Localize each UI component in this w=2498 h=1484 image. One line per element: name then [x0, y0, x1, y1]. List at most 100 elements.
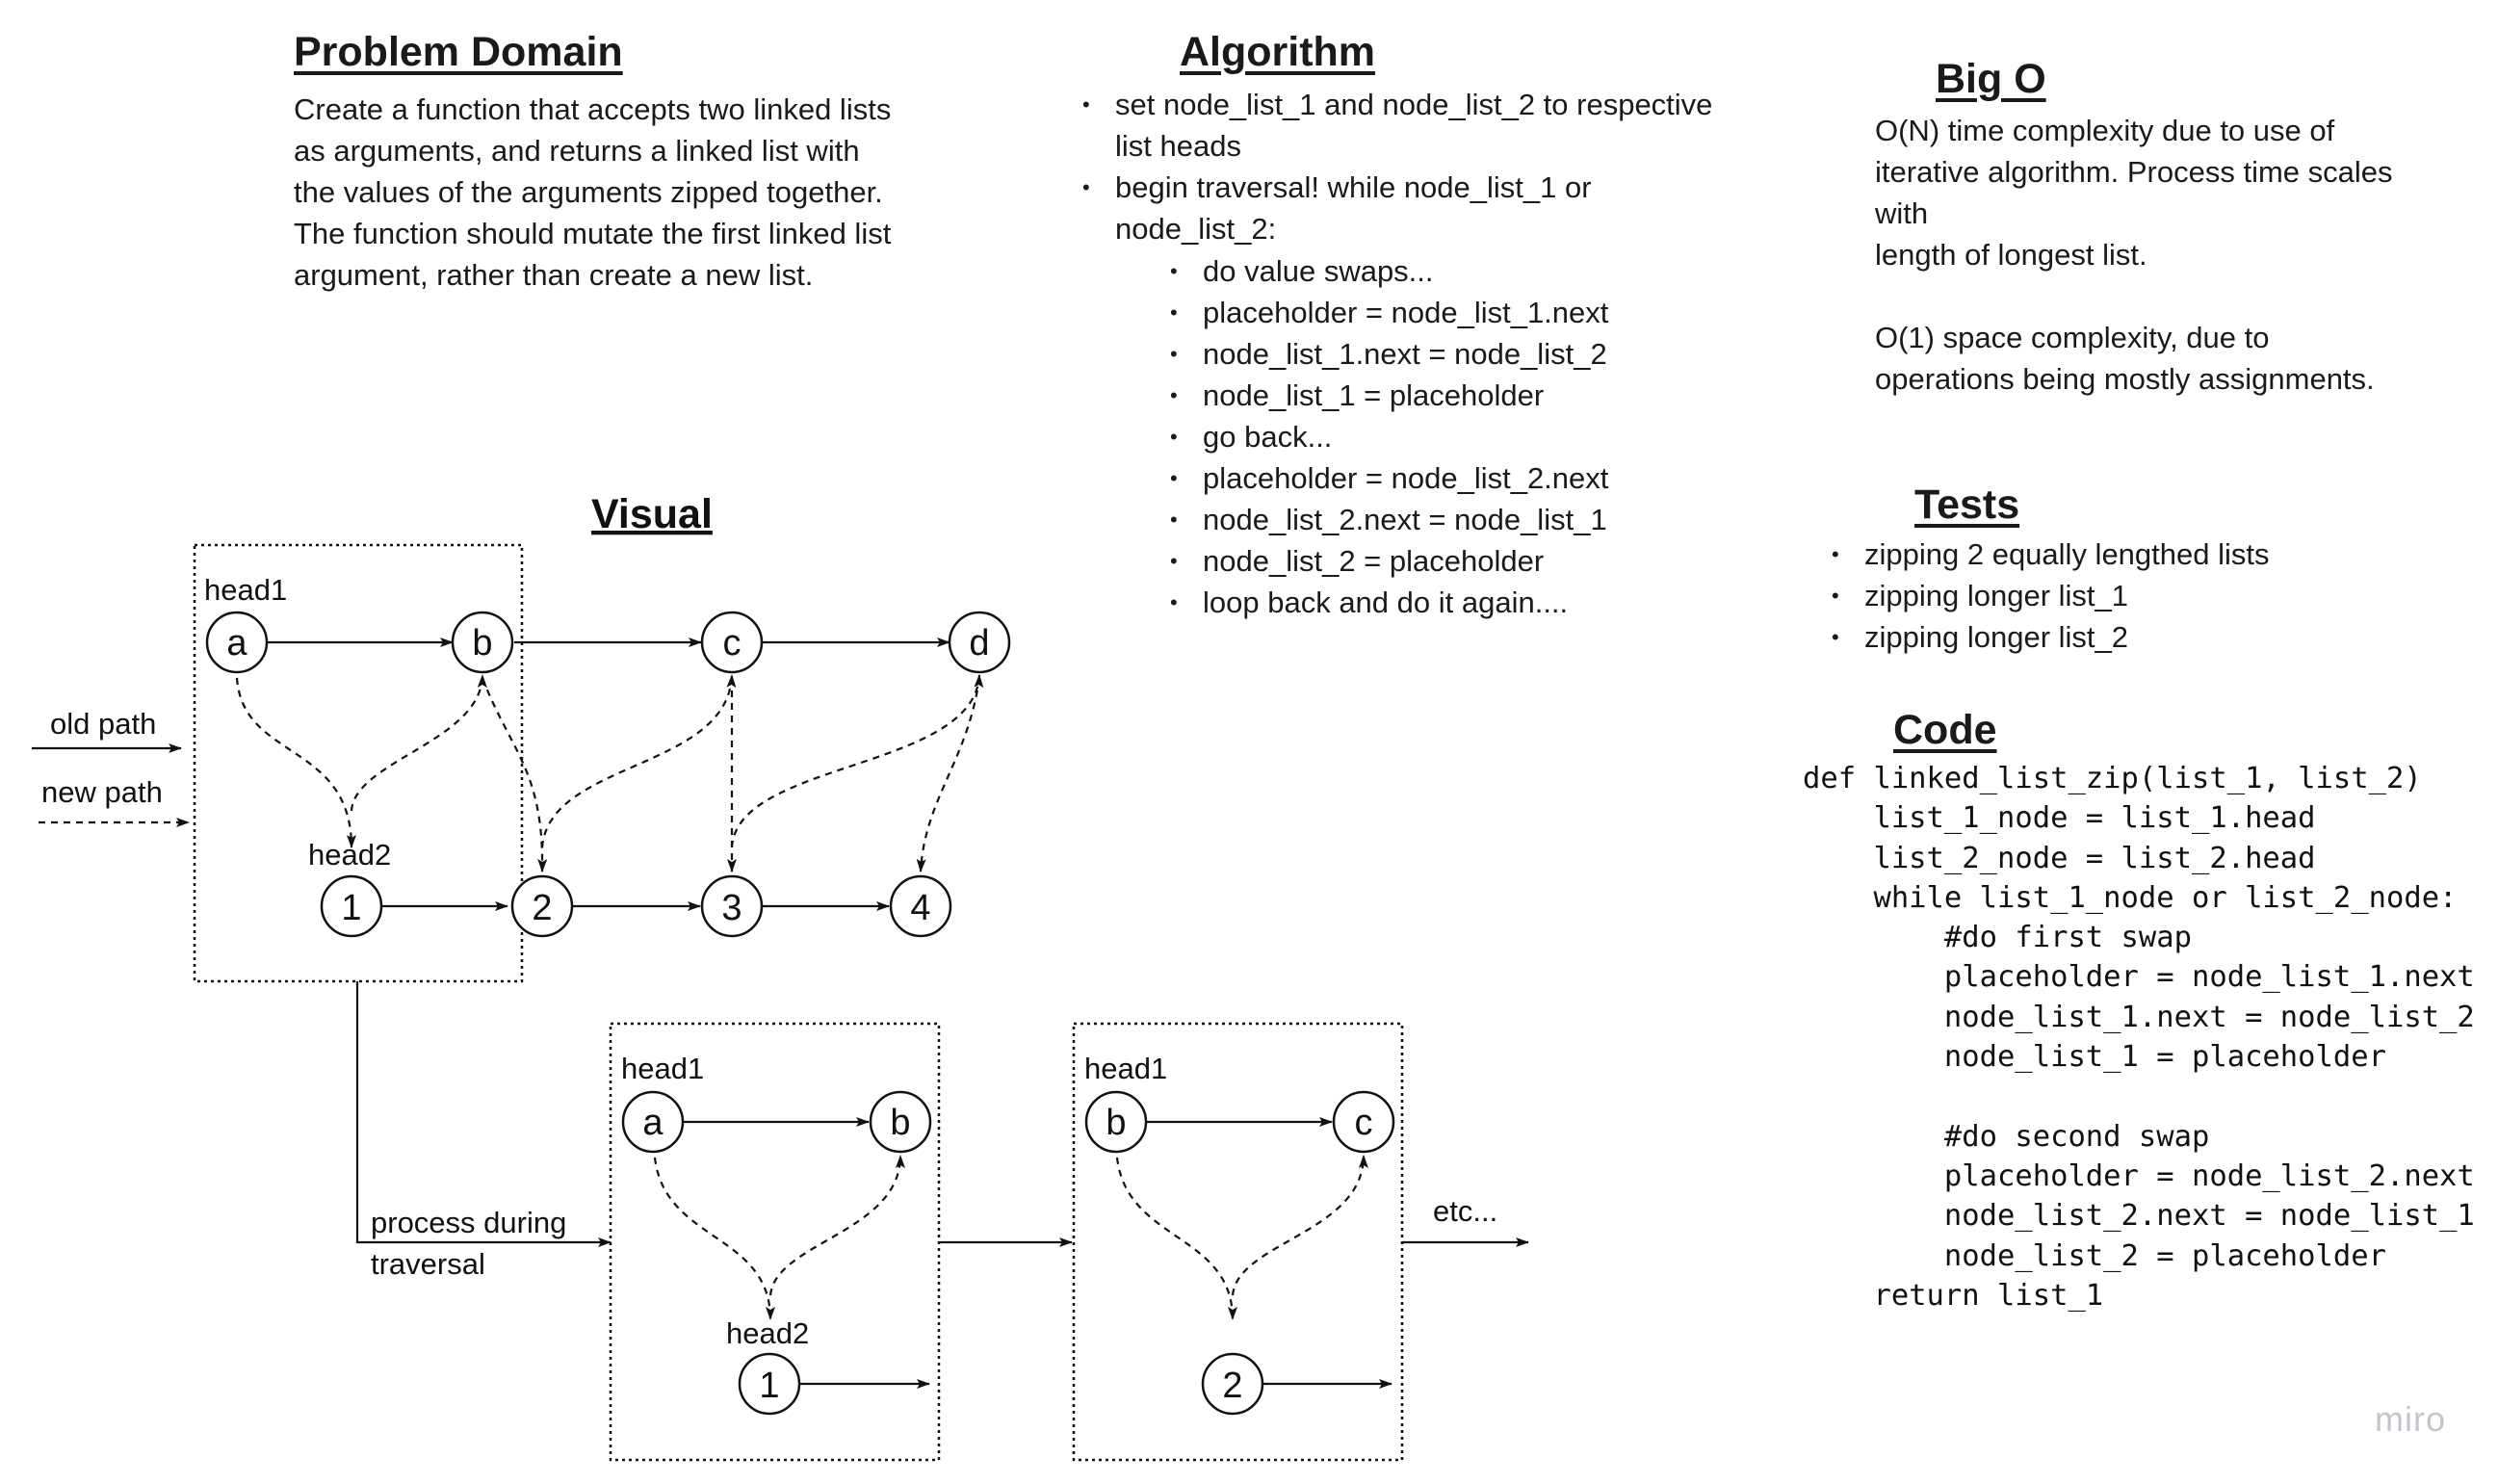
- algorithm-substep: node_list_2 = placeholder: [1170, 540, 1608, 582]
- node-b: b: [472, 623, 492, 664]
- step1-node-1: 1: [759, 1366, 779, 1406]
- algorithm-step: set node_list_1 and node_list_2 to respe…: [1082, 84, 1712, 167]
- process-connector-arrow: [355, 981, 611, 1247]
- newpath-d-to-4: [916, 677, 981, 872]
- code-title: Code: [1893, 707, 1997, 753]
- head2-label: head2: [308, 838, 391, 872]
- code-line: while list_1_node or list_2_node:: [1803, 880, 2458, 915]
- step2-newpath-2-to-c: [1231, 1155, 1368, 1296]
- legend-new-path-label: new path: [41, 775, 163, 809]
- node-2: 2: [532, 888, 552, 928]
- algorithm-substep: node_list_1.next = node_list_2: [1170, 333, 1608, 375]
- node-circle: [205, 611, 269, 674]
- test-item: zipping longer list_1: [1832, 575, 2270, 616]
- head1-label: head1: [204, 573, 287, 607]
- code-line: node_list_1.next = node_list_2: [1803, 1000, 2475, 1034]
- node-circle: [889, 874, 952, 938]
- visual-title: Visual: [591, 491, 713, 537]
- code-line: placeholder = node_list_2.next: [1803, 1159, 2475, 1193]
- big-o-line: O(1) space complexity, due to: [1875, 321, 2270, 354]
- code-line: #do second swap: [1803, 1119, 2210, 1154]
- code-line: node_list_1 = placeholder: [1803, 1040, 2386, 1075]
- big-o-line: iterative algorithm. Process time scales: [1875, 155, 2393, 189]
- newpath-1-to-b: [350, 674, 487, 812]
- step1-node-b: b: [890, 1103, 910, 1143]
- node-circle: [621, 1090, 685, 1154]
- newpath-2-to-c: [540, 674, 737, 848]
- problem-line: as arguments, and returns a linked list …: [294, 134, 860, 168]
- problem-line: the values of the arguments zipped toget…: [294, 175, 883, 209]
- node-circle: [510, 874, 574, 938]
- process-label-line1: process during: [371, 1206, 566, 1239]
- algorithm-substep: placeholder = node_list_1.next: [1170, 292, 1608, 333]
- step2-node-c: c: [1355, 1103, 1373, 1143]
- algorithm-substep: loop back and do it again....: [1170, 582, 1608, 623]
- node-circle: [869, 1090, 932, 1154]
- algorithm-list: set node_list_1 and node_list_2 to respe…: [1082, 84, 1712, 249]
- big-o-text: O(N) time complexity due to use of itera…: [1875, 110, 2393, 400]
- test-item: zipping longer list_2: [1832, 616, 2270, 658]
- algorithm-title: Algorithm: [1180, 29, 1376, 75]
- step2-newpath-b-to-2: [1115, 1157, 1237, 1320]
- problem-line: Create a function that accepts two linke…: [294, 92, 892, 126]
- code-line: node_list_2.next = node_list_1: [1803, 1199, 2475, 1234]
- problem-line: The function should mutate the first lin…: [294, 217, 892, 250]
- code-line: #do first swap: [1803, 921, 2192, 955]
- step1-node-a: a: [642, 1103, 664, 1143]
- tests-list: zipping 2 equally lengthed lists zipping…: [1832, 534, 2270, 658]
- node-circle: [1201, 1352, 1264, 1416]
- problem-domain-title: Problem Domain: [294, 29, 623, 75]
- problem-domain-text: Create a function that accepts two linke…: [294, 89, 891, 296]
- algorithm-sublist: do value swaps... placeholder = node_lis…: [1170, 250, 1608, 623]
- code-line: placeholder = node_list_1.next: [1803, 960, 2475, 995]
- algorithm-substep: node_list_1 = placeholder: [1170, 375, 1608, 416]
- process-label-line2: traversal: [371, 1247, 485, 1281]
- step2-node-2: 2: [1222, 1366, 1242, 1406]
- code-block: def linked_list_zip(list_1, list_2) list…: [1803, 759, 2475, 1315]
- step1-head2-label: head2: [726, 1316, 809, 1350]
- problem-line: argument, rather than create a new list.: [294, 258, 814, 292]
- newpath-3-to-d: [730, 674, 984, 848]
- node-3: 3: [721, 888, 742, 928]
- big-o-line: operations being mostly assignments.: [1875, 362, 2375, 396]
- code-line: list_1_node = list_1.head: [1803, 801, 2316, 836]
- node-4: 4: [910, 888, 930, 928]
- step2-node-b: b: [1106, 1103, 1126, 1143]
- main-frame: [193, 543, 524, 983]
- node-circle: [700, 611, 764, 674]
- node-circle: [320, 874, 383, 938]
- step2-head1-label: head1: [1084, 1052, 1167, 1085]
- big-o-title: Big O: [1936, 56, 2046, 102]
- node-circle: [1084, 1090, 1148, 1154]
- algorithm-substep: do value swaps...: [1170, 250, 1608, 292]
- node-circle: [738, 1352, 801, 1416]
- algorithm-substep: node_list_2.next = node_list_1: [1170, 499, 1608, 540]
- node-d: d: [969, 623, 989, 664]
- step1-newpath-1-to-b: [768, 1155, 905, 1296]
- etc-label: etc...: [1433, 1194, 1497, 1228]
- big-o-line: with: [1875, 196, 1929, 230]
- step1-head1-label: head1: [621, 1052, 704, 1085]
- code-line: list_2_node = list_2.head: [1803, 841, 2316, 875]
- newpath-a-to-1: [235, 677, 356, 848]
- node-circle: [948, 611, 1011, 674]
- step1-newpath-a-to-1: [653, 1157, 775, 1320]
- newpath-b-to-2: [481, 677, 548, 872]
- node-a: a: [226, 623, 247, 664]
- miro-watermark: miro: [2375, 1399, 2446, 1439]
- big-o-line: length of longest list.: [1875, 238, 2147, 272]
- code-line: return list_1: [1803, 1278, 2104, 1313]
- node-circle: [700, 874, 764, 938]
- node-1: 1: [341, 888, 361, 928]
- algorithm-step: begin traversal! while node_list_1 ornod…: [1082, 167, 1712, 249]
- algorithm-substep: placeholder = node_list_2.next: [1170, 457, 1608, 499]
- node-circle: [1332, 1090, 1395, 1154]
- test-item: zipping 2 equally lengthed lists: [1832, 534, 2269, 575]
- algorithm-substep: go back...: [1170, 416, 1608, 457]
- code-line: def linked_list_zip(list_1, list_2): [1803, 762, 2422, 795]
- node-c: c: [723, 623, 742, 664]
- node-circle: [451, 611, 514, 674]
- code-line: node_list_2 = placeholder: [1803, 1238, 2386, 1273]
- legend-old-path-label: old path: [50, 707, 156, 741]
